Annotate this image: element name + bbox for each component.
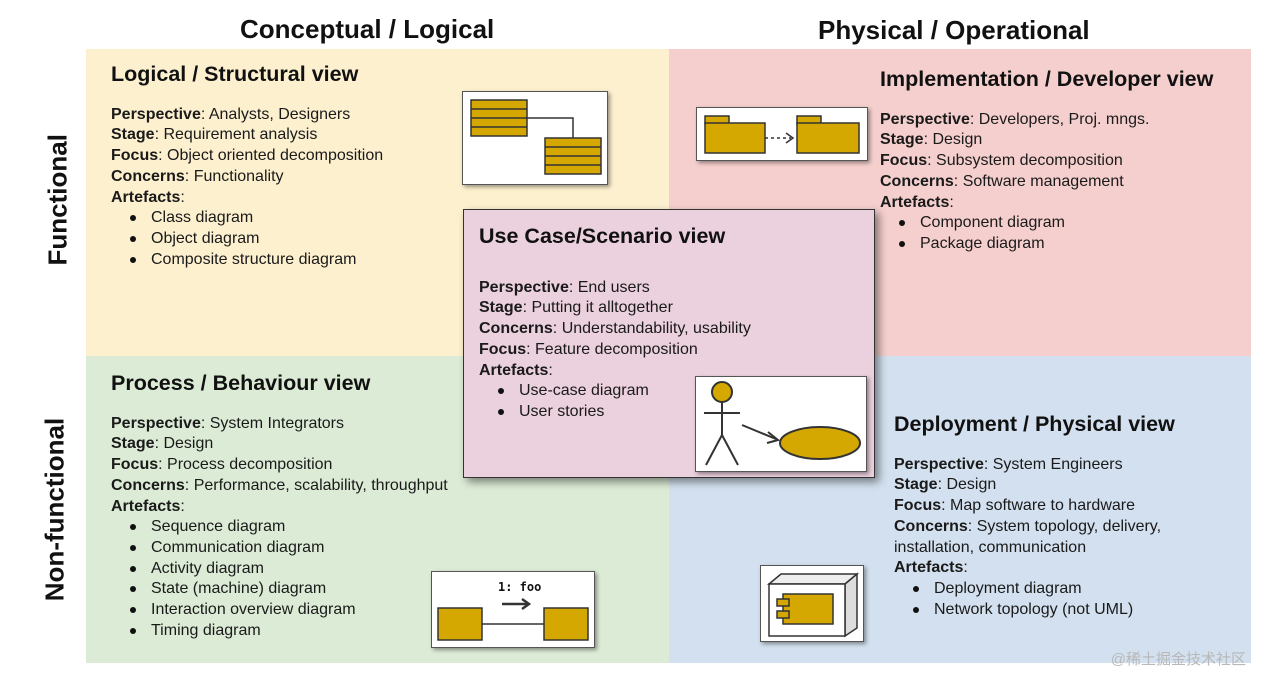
artefact-list: Sequence diagram Communication diagram A…	[111, 517, 448, 641]
concerns-line: Concerns: System topology, delivery,	[894, 517, 1162, 535]
artefact-list: Class diagram Object diagram Composite s…	[111, 208, 383, 270]
use-case-view-title: Use Case/Scenario view	[479, 224, 726, 248]
list-item: Use-case diagram	[479, 381, 751, 402]
process-behaviour-view: Process / Behaviour view Perspective: Sy…	[111, 371, 448, 641]
logical-view-title: Logical / Structural view	[111, 62, 359, 86]
column-header-physical-operational: Physical / Operational	[818, 15, 1090, 45]
perspective-line: Perspective: Analysts, Designers	[111, 105, 351, 123]
concerns-continuation: installation, communication	[894, 538, 1087, 556]
list-item: Component diagram	[880, 213, 1213, 234]
perspective-line: Perspective: Developers, Proj. mngs.	[880, 110, 1150, 128]
concerns-line: Concerns: Software management	[880, 172, 1124, 190]
stage-line: Stage: Design	[880, 131, 983, 149]
deployment-physical-view: Deployment / Physical view Perspective: …	[894, 412, 1175, 620]
list-item: Activity diagram	[111, 559, 448, 580]
concerns-line: Concerns: Performance, scalability, thro…	[111, 476, 448, 494]
package-diagram-icon	[696, 107, 868, 161]
perspective-line: Perspective: System Integrators	[111, 414, 345, 432]
list-item: Composite structure diagram	[111, 250, 383, 271]
stage-line: Stage: Design	[894, 476, 997, 494]
perspective-line: Perspective: System Engineers	[894, 455, 1123, 473]
list-item: User stories	[479, 402, 751, 423]
artefacts-line: Artefacts:	[479, 361, 553, 379]
communication-diagram-icon: 1: foo	[431, 571, 595, 648]
list-item: State (machine) diagram	[111, 579, 448, 600]
artefact-list: Deployment diagram Network topology (not…	[894, 579, 1175, 620]
focus-line: Focus: Subsystem decomposition	[880, 152, 1123, 170]
class-diagram-icon	[462, 91, 608, 185]
list-item: Communication diagram	[111, 538, 448, 559]
list-item: Class diagram	[111, 208, 383, 229]
list-item: Network topology (not UML)	[894, 600, 1175, 621]
implementation-view-title: Implementation / Developer view	[880, 67, 1214, 91]
stage-line: Stage: Putting it alltogether	[479, 299, 673, 317]
deployment-node-icon	[760, 565, 864, 642]
concerns-line: Concerns: Functionality	[111, 167, 284, 185]
focus-line: Focus: Object oriented decomposition	[111, 147, 384, 165]
deployment-view-title: Deployment / Physical view	[894, 412, 1175, 436]
list-item: Object diagram	[111, 229, 383, 250]
list-item: Sequence diagram	[111, 517, 448, 538]
perspective-line: Perspective: End users	[479, 278, 650, 296]
artefacts-line: Artefacts:	[111, 188, 185, 206]
artefacts-line: Artefacts:	[111, 497, 185, 515]
list-item: Package diagram	[880, 234, 1213, 255]
list-item: Timing diagram	[111, 621, 448, 642]
process-view-title: Process / Behaviour view	[111, 371, 371, 395]
use-case-scenario-view: Use Case/Scenario view Perspective: End …	[479, 224, 751, 423]
artefacts-line: Artefacts:	[894, 559, 968, 577]
stage-line: Stage: Requirement analysis	[111, 126, 318, 144]
column-header-conceptual-logical: Conceptual / Logical	[240, 14, 495, 44]
row-header-functional: Functional	[42, 134, 73, 266]
focus-line: Focus: Process decomposition	[111, 456, 333, 474]
message-label: 1: foo	[498, 580, 541, 594]
list-item: Deployment diagram	[894, 579, 1175, 600]
logical-structural-view: Logical / Structural view Perspective: A…	[111, 62, 384, 270]
watermark: @稀土掘金技术社区	[1110, 651, 1246, 668]
artefact-list: Component diagram Package diagram	[880, 213, 1213, 254]
stage-line: Stage: Design	[111, 435, 214, 453]
concerns-line: Concerns: Understandability, usability	[479, 320, 751, 338]
focus-line: Focus: Map software to hardware	[894, 497, 1135, 515]
row-header-non-functional: Non-functional	[39, 417, 70, 602]
list-item: Interaction overview diagram	[111, 600, 448, 621]
implementation-developer-view: Implementation / Developer view Perspect…	[880, 67, 1214, 255]
artefact-list: Use-case diagram User stories	[479, 381, 751, 422]
artefacts-line: Artefacts:	[880, 193, 954, 211]
use-case-diagram-icon	[695, 376, 867, 472]
focus-line: Focus: Feature decomposition	[479, 340, 698, 358]
